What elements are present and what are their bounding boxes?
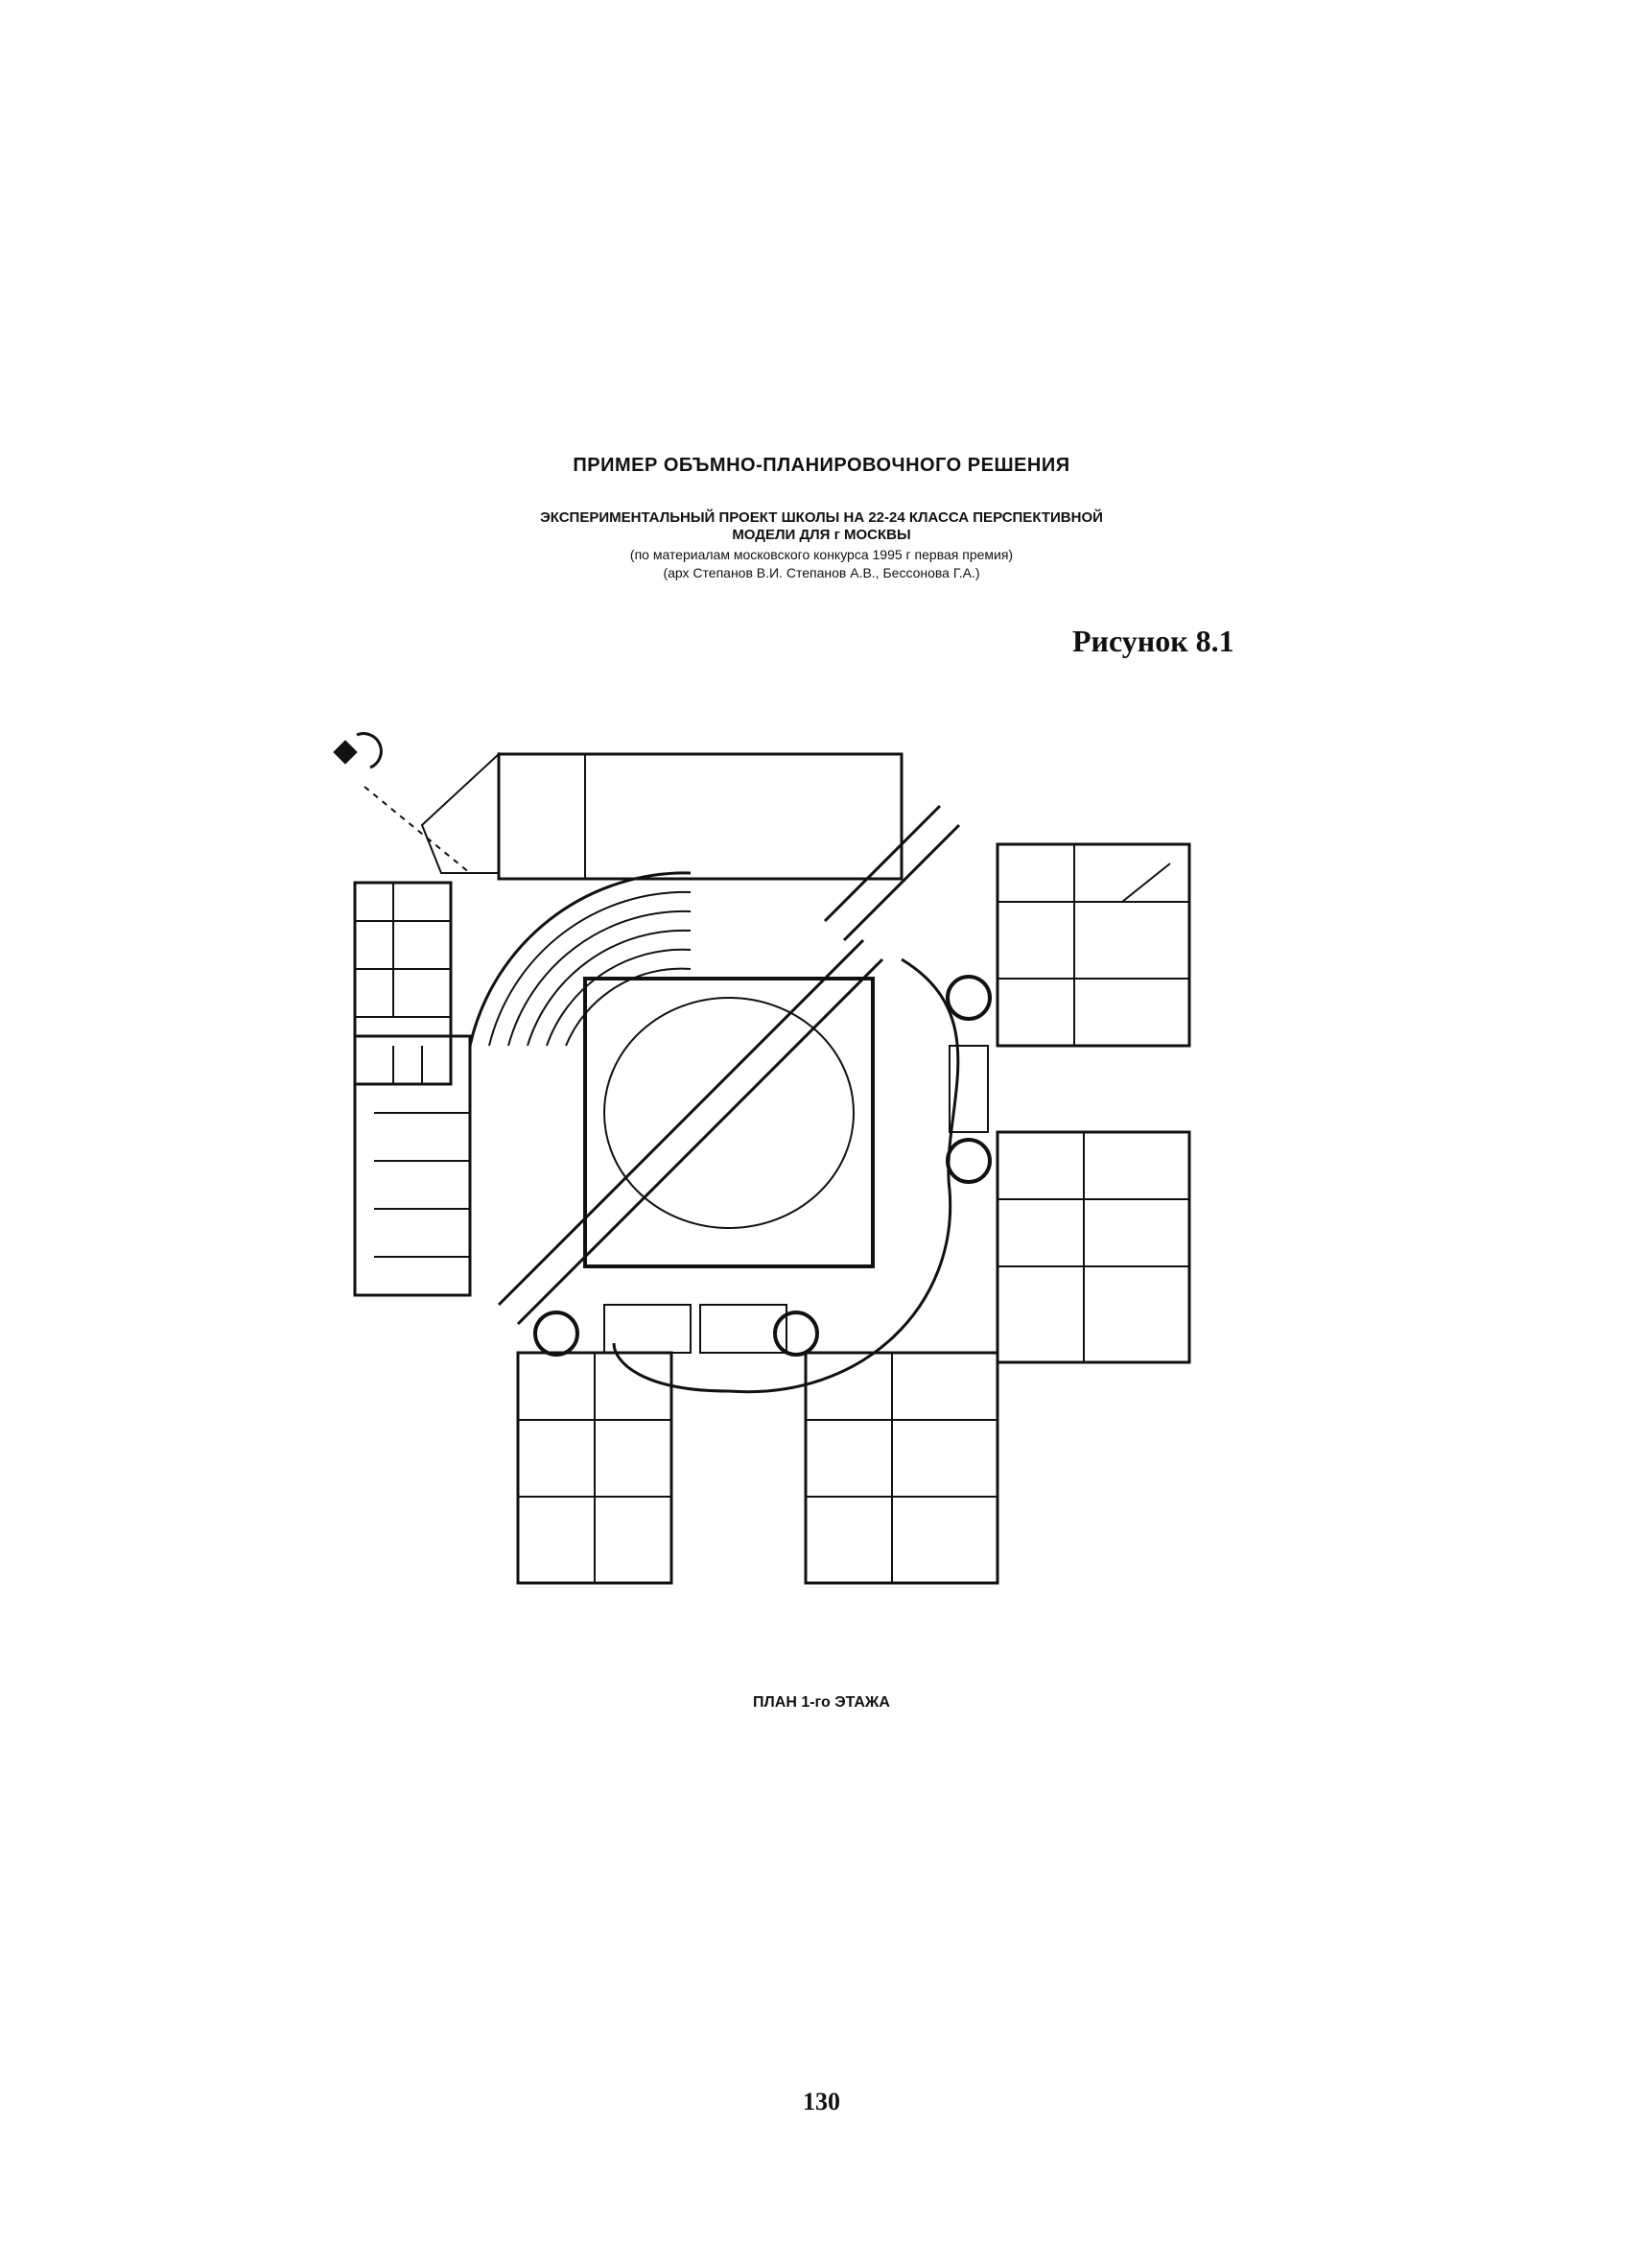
curved-corridor <box>612 957 960 1394</box>
floor-plan <box>333 732 1191 1585</box>
amphitheatre <box>468 871 692 1047</box>
central-atrium <box>497 804 961 1326</box>
classroom-cluster-bottom-left <box>516 1304 692 1585</box>
figure-label: Рисунок 8.1 <box>1072 624 1234 658</box>
subtitle-line-4: (арх Степанов В.И. Степанов А.В., Бессон… <box>663 565 980 580</box>
left-wing <box>353 881 472 1297</box>
subtitle-line-3: (по материалам московского конкурса 1995… <box>629 547 1014 562</box>
figure-caption: ПЛАН 1-го ЭТАЖА <box>753 1694 890 1711</box>
subtitle-line-2: МОДЕЛИ ДЛЯ г МОСКВЫ <box>732 527 911 543</box>
page-title: ПРИМЕР ОБЪМНО-ПЛАНИРОВОЧНОГО РЕШЕНИЯ <box>573 455 1070 476</box>
classroom-cluster-top-right <box>946 842 1191 1048</box>
page-number: 130 <box>803 2088 840 2115</box>
subtitle-line-1: ЭКСПЕРИМЕНТАЛЬНЫЙ ПРОЕКТ ШКОЛЫ НА 22-24 … <box>540 509 1103 526</box>
gym-block <box>364 751 904 881</box>
entrance-symbol <box>333 732 383 769</box>
classroom-cluster-mid-right <box>946 1045 1191 1364</box>
classroom-cluster-bottom-mid <box>699 1304 999 1585</box>
